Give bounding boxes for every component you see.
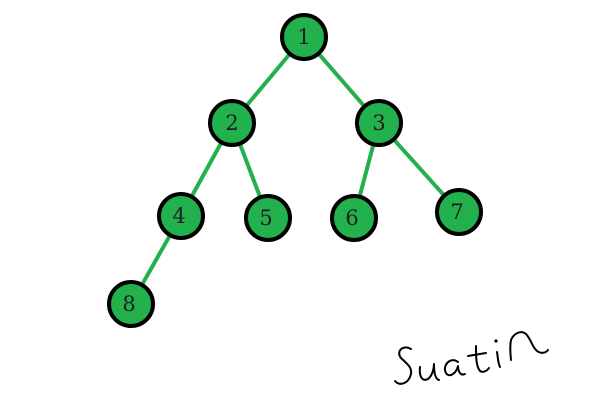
edge-n2-n5 <box>238 143 262 198</box>
node-circle <box>107 280 155 328</box>
node-label-4: 4 <box>172 204 185 228</box>
tree-node-8: 8 <box>107 280 155 328</box>
node-circle <box>157 192 205 240</box>
tree-node-6: 6 <box>330 194 378 242</box>
node-label-8: 8 <box>122 292 135 316</box>
node-circle <box>330 194 378 242</box>
edges-layer <box>140 53 445 286</box>
tree-node-3: 3 <box>355 99 403 147</box>
tree-node-5: 5 <box>244 194 292 242</box>
node-circle <box>244 194 292 242</box>
node-label-3: 3 <box>372 111 385 135</box>
tree-node-2: 2 <box>208 99 256 147</box>
node-label-1: 1 <box>297 25 310 49</box>
tree-node-4: 4 <box>157 192 205 240</box>
tree-node-7: 7 <box>435 188 483 236</box>
edge-n1-n3 <box>317 53 366 107</box>
node-label-6: 6 <box>345 206 358 230</box>
node-label-5: 5 <box>259 206 272 230</box>
node-circle <box>355 99 403 147</box>
node-circle <box>435 188 483 236</box>
nodes-layer: 1 2 3 4 5 6 7 8 <box>107 13 483 328</box>
edge-n3-n6 <box>358 144 375 197</box>
edge-n3-n7 <box>393 138 445 197</box>
node-circle <box>280 13 328 61</box>
edge-n1-n2 <box>245 53 291 107</box>
node-label-2: 2 <box>225 111 238 135</box>
edge-n4-n8 <box>140 234 172 286</box>
node-circle <box>208 99 256 147</box>
handwritten-signature <box>394 331 549 385</box>
edge-n2-n4 <box>190 142 223 197</box>
tree-node-1: 1 <box>280 13 328 61</box>
node-label-7: 7 <box>450 200 463 224</box>
